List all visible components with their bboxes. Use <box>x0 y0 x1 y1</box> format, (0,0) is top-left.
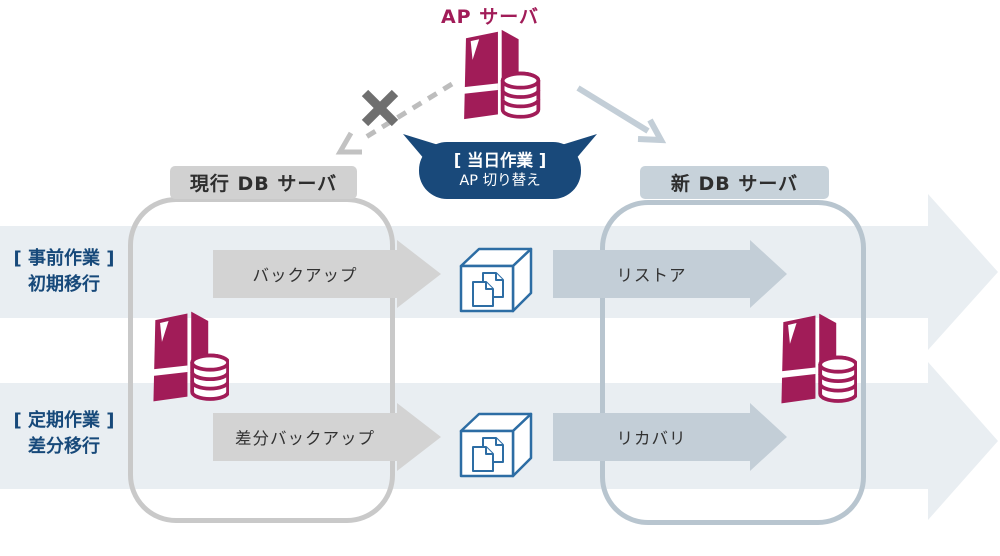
new-db-server-icon <box>772 309 857 407</box>
restore-arrow: リストア <box>553 240 787 308</box>
backup-arrow: バックアップ <box>213 240 441 308</box>
row2-name: 差分移行 <box>28 436 100 457</box>
new-db-label: 新 DB サーバ <box>640 166 829 199</box>
recovery-arrow-label: リカバリ <box>616 429 687 448</box>
ap-to-old-arrowhead <box>335 131 362 155</box>
bubble-phase-label: [ 当日作業 ] <box>453 151 547 171</box>
day-task-bubble: [ 当日作業 ] AP 切り替え <box>419 142 581 199</box>
row1-phase: [ 事前作業 ] <box>13 248 115 269</box>
x-mark-icon <box>361 89 399 127</box>
diff-backup-arrow: 差分バックアップ <box>213 403 441 471</box>
ap-server-title: AP サーバ <box>440 6 540 28</box>
row-label-initial-migration: [ 事前作業 ] 初期移行 <box>6 246 122 298</box>
row2-phase: [ 定期作業 ] <box>13 410 115 431</box>
backup-file-box-icon-2 <box>458 411 534 479</box>
ap-server-icon <box>453 27 541 121</box>
old-db-frame <box>128 197 395 523</box>
ap-to-new-arrow <box>576 85 650 134</box>
x-mark-icon <box>361 89 399 127</box>
old-db-server-icon <box>144 307 229 405</box>
backup-arrow-label: バックアップ <box>252 266 358 285</box>
row-label-differential-migration: [ 定期作業 ] 差分移行 <box>6 408 122 460</box>
recovery-arrow: リカバリ <box>553 403 787 471</box>
ap-to-new-arrowhead <box>637 118 667 144</box>
row1-name: 初期移行 <box>28 274 100 295</box>
backup-file-box-icon-1 <box>458 246 534 314</box>
diff-backup-arrow-label: 差分バックアップ <box>235 429 375 448</box>
restore-arrow-label: リストア <box>616 266 687 285</box>
ap-to-old-dashed-arrow <box>364 81 454 140</box>
bubble-task-label: AP 切り替え <box>459 172 541 189</box>
old-db-label: 現行 DB サーバ <box>170 166 357 199</box>
new-db-frame <box>600 200 866 525</box>
